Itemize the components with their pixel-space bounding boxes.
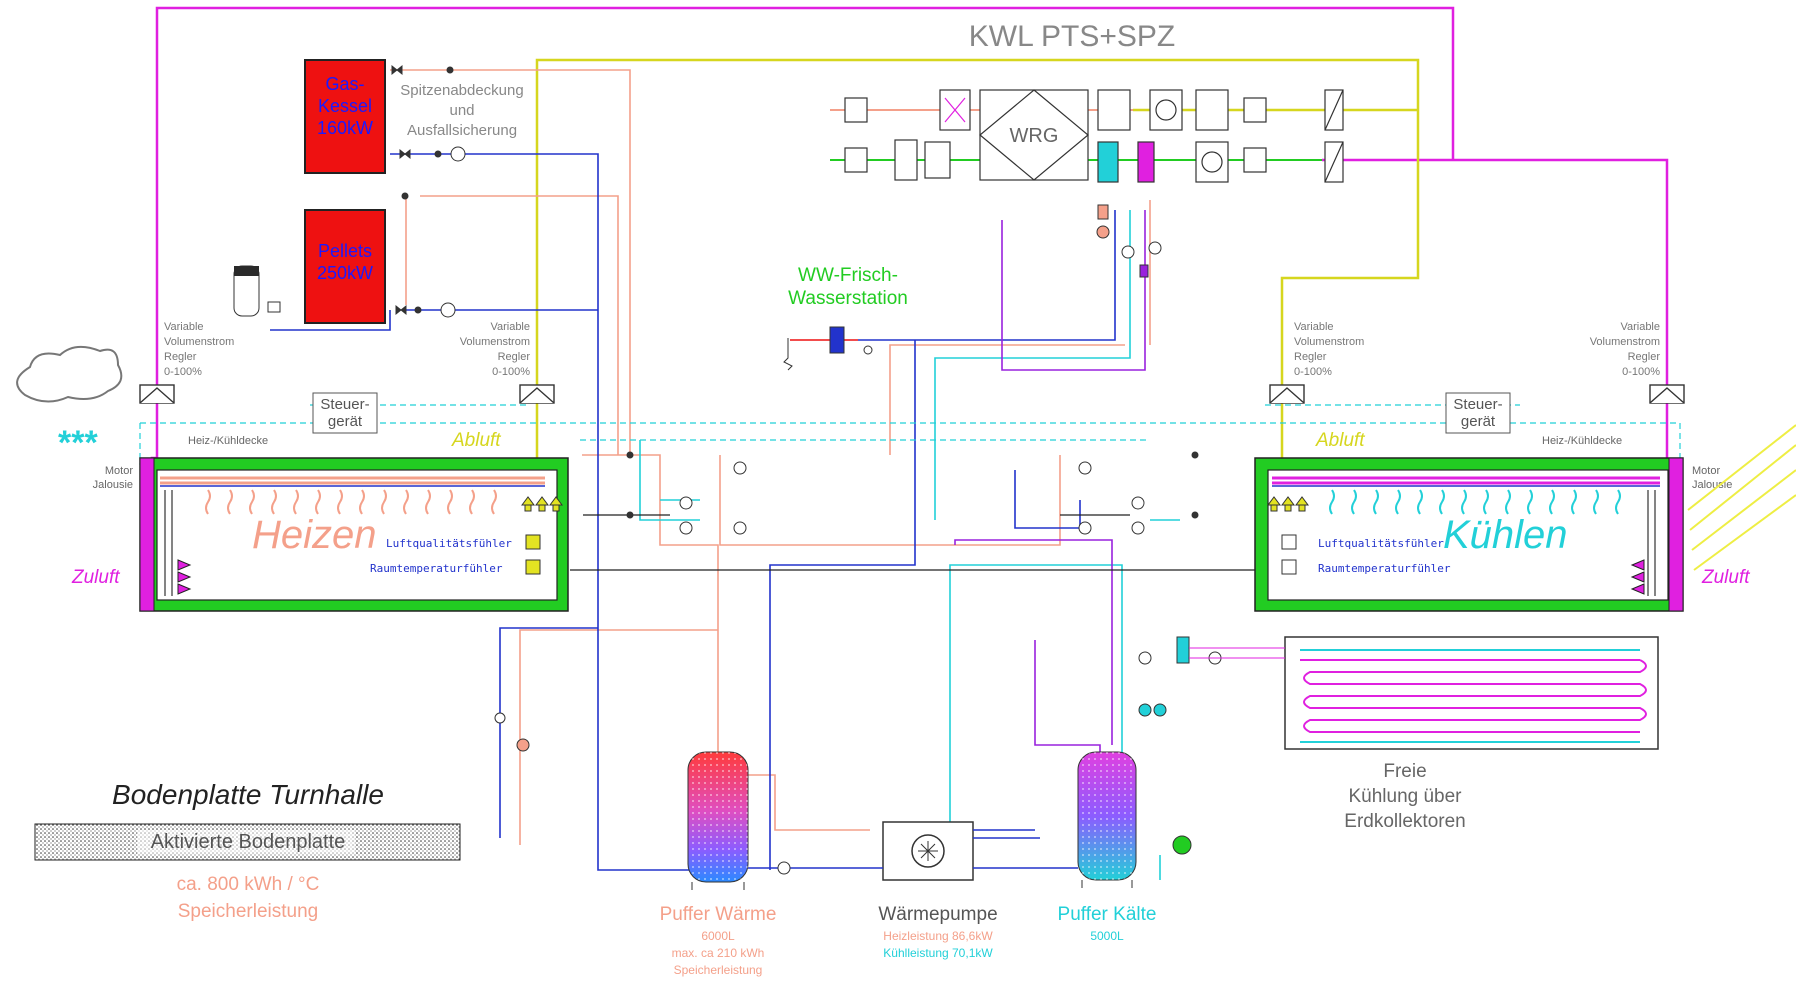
free-cooling-fittings <box>1138 636 1285 855</box>
floor-plate-label: Aktivierte Bodenplatte <box>151 831 346 853</box>
diagram-title: KWL PTS+SPZ <box>969 20 1175 53</box>
cold-radiation-marks <box>1329 489 1621 515</box>
right-air-quality-sensor: Luftqualitätsfühler <box>1318 537 1444 550</box>
coil-valves <box>1096 204 1162 278</box>
heat-radiation-marks <box>205 489 497 515</box>
boiler-valves <box>391 64 466 318</box>
room-heating <box>139 457 569 612</box>
air-handling-unit: WRG <box>830 89 1344 183</box>
expansion-vessel <box>233 265 281 317</box>
left-air-quality-sensor: Luftqualitätsfühler <box>386 537 512 550</box>
floor-valves <box>494 712 530 752</box>
cloud-icon <box>16 345 123 403</box>
buffer-heat-title: Puffer Wärme <box>660 904 777 925</box>
cold-pipes <box>639 210 1180 880</box>
control-lines <box>570 514 1255 571</box>
fresh-water-station-label: WW-Frisch-Wasserstation <box>788 265 908 309</box>
left-room-temp-sensor: Raumtemperaturfühler <box>370 562 503 575</box>
left-ceiling-label: Heiz-/Kühldecke <box>188 435 268 447</box>
right-exhaust-label: Abluft <box>1315 430 1365 451</box>
cooling-label: Kühlen <box>1443 513 1568 557</box>
heat-recovery-label: WRG <box>1010 125 1059 147</box>
yellow-exhaust-loop <box>535 58 1420 478</box>
left-exhaust-label: Abluft <box>451 430 501 451</box>
right-room-temp-sensor: Raumtemperaturfühler <box>1318 562 1451 575</box>
buffer-cold-details: 5000L <box>1090 929 1124 943</box>
heat-pump-heating: Heizleistung 86,6kW <box>883 929 993 943</box>
sun-rays <box>1687 424 1796 571</box>
controller-right: Steuer-gerät <box>1445 392 1511 434</box>
heat-pump <box>748 821 1078 881</box>
fresh-water-station <box>783 326 873 371</box>
heat-pump-title: Wärmepumpe <box>878 904 997 925</box>
heating-label: Heizen <box>252 513 377 557</box>
right-supply-label: Zuluft <box>1701 567 1750 588</box>
manifold-fittings <box>626 451 1199 535</box>
heat-pump-cooling: Kühlleistung 70,1kW <box>883 946 993 960</box>
stars-icon: *** <box>58 424 98 462</box>
vvr-boxes <box>139 384 1685 404</box>
controller-left-label: Steuer-gerät <box>320 396 369 430</box>
blue-pipes <box>270 153 1116 871</box>
left-supply-label: Zuluft <box>71 567 120 588</box>
controller-right-label: Steuer-gerät <box>1453 396 1502 430</box>
buffer-cold-title: Puffer Kälte <box>1058 904 1157 925</box>
buffer-heat-tank <box>687 751 749 890</box>
floor-title: Bodenplatte Turnhalle <box>112 779 384 810</box>
violet-pipes <box>954 210 1146 840</box>
buffer-cold-tank <box>1077 751 1137 888</box>
controller-left: Steuer-gerät <box>312 392 378 434</box>
right-ceiling-label: Heiz-/Kühldecke <box>1542 435 1622 447</box>
ground-collector <box>1284 636 1659 750</box>
room-cooling <box>1254 457 1684 612</box>
